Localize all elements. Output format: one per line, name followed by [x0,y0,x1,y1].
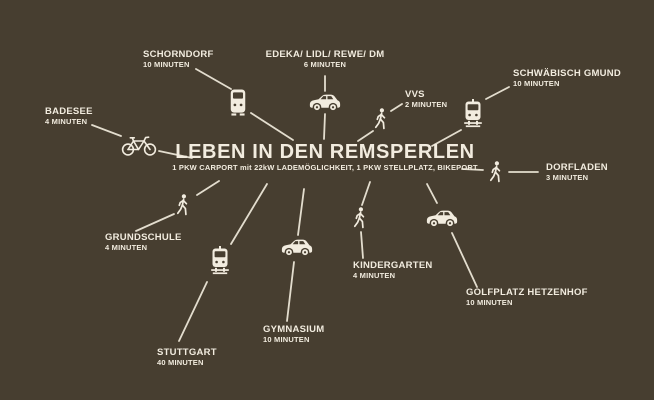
destination-name: KINDERGARTEN [353,260,433,271]
page-title: LEBEN IN DEN REMSPERLEN [175,141,475,163]
destination-time: 2 MINUTEN [405,100,448,110]
tram-icon [462,99,484,129]
destination-name: SCHORNDORF [143,49,214,60]
destination-name: VVS [405,89,425,100]
destination-name: GOLFPLATZ HETZENHOF [466,287,588,298]
pedestrian-icon [353,207,367,229]
destination-badesee: BADESEE 4 MINUTEN [45,106,93,127]
destination-gymnasium: GYMNASIUM 10 MINUTEN [263,324,325,345]
center-title-block: LEBEN IN DEN REMSPERLEN 1 PKW CARPORT mi… [172,142,478,172]
destination-dorfladen: DORFLADEN 3 MINUTEN [546,162,608,183]
destination-time: 40 MINUTEN [157,358,204,368]
destination-time: 10 MINUTEN [263,335,310,345]
destination-name: SCHWÄBISCH GMUND [513,68,621,79]
destination-name: GRUNDSCHULE [105,232,182,243]
car-icon [280,238,314,257]
destination-vvs: VVS 2 MINUTEN [405,89,448,110]
car-icon [425,209,459,228]
pedestrian-icon [176,194,190,216]
bicycle-icon [121,133,157,157]
tram-icon [209,246,231,276]
train-icon [228,88,248,117]
destination-name: GYMNASIUM [263,324,325,335]
pedestrian-icon [489,161,503,183]
destination-time: 6 MINUTEN [303,60,347,70]
destination-time: 4 MINUTEN [353,271,396,281]
destination-time: 3 MINUTEN [546,173,589,183]
destination-kindergarten: KINDERGARTEN 4 MINUTEN [353,260,433,281]
destination-time: 4 MINUTEN [105,243,148,253]
destination-name: EDEKA/ LIDL/ REWE/ DM [265,49,385,60]
page-subtitle: 1 PKW CARPORT mit 22kW LADEMÖGLICHKEIT, … [172,163,478,172]
destination-time: 10 MINUTEN [466,298,513,308]
destination-name: STUTTGART [157,347,217,358]
destination-name: BADESEE [45,106,93,117]
destination-schorndorf: SCHORNDORF 10 MINUTEN [143,49,214,70]
destination-golfplatz-hetzenhof: GOLFPLATZ HETZENHOF 10 MINUTEN [466,287,588,308]
destination-schwaebisch-gmund: SCHWÄBISCH GMUND 10 MINUTEN [513,68,621,89]
destination-edeka-lidl-rewe-dm: EDEKA/ LIDL/ REWE/ DM 6 MINUTEN [265,49,385,70]
destination-time: 10 MINUTEN [143,60,190,70]
destination-time: 4 MINUTEN [45,117,88,127]
destination-name: DORFLADEN [546,162,608,173]
destination-stuttgart: STUTTGART 40 MINUTEN [157,347,217,368]
destination-time: 10 MINUTEN [513,79,560,89]
pedestrian-icon [374,108,388,130]
car-icon [308,93,342,112]
destination-grundschule: GRUNDSCHULE 4 MINUTEN [105,232,182,253]
